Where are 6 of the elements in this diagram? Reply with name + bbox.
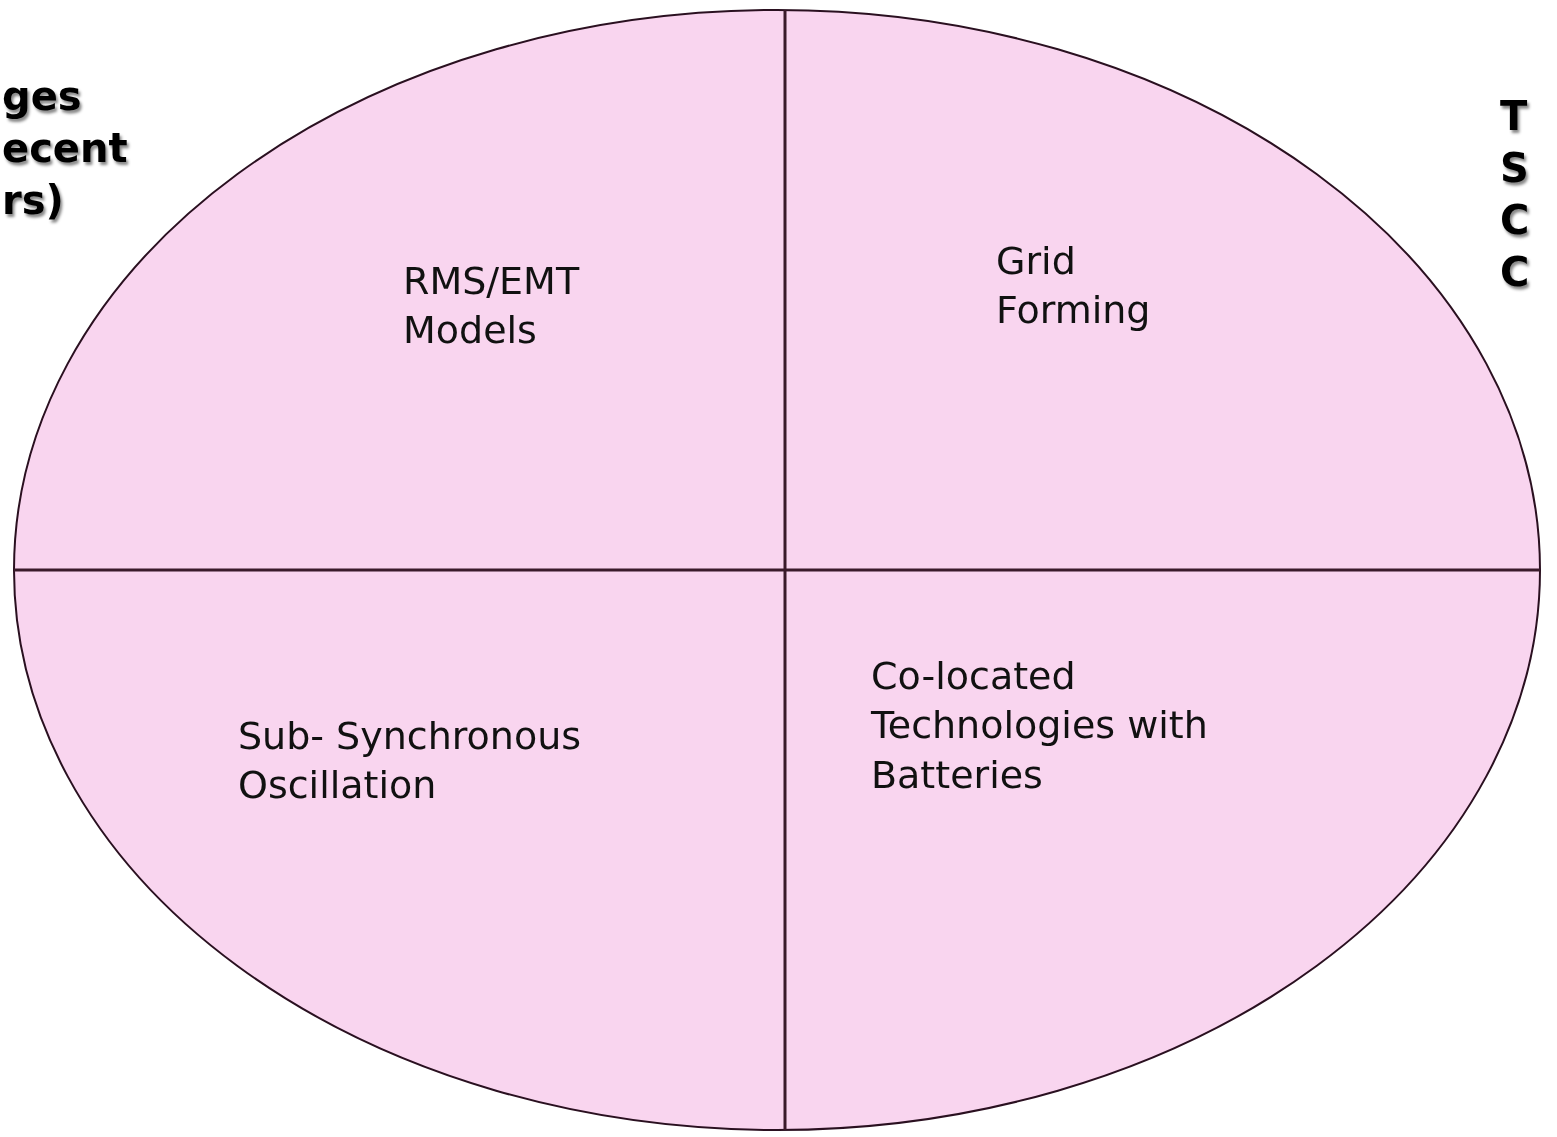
quadrant-label: RMS/EMT Models [403,257,623,417]
quadrant-label: Grid Forming [996,237,1216,397]
cut-off-heading: ges ecent rs) [2,72,129,225]
quadrant-label: Co-located Technologies with Batteries [871,652,1251,832]
quadrant-label: Sub- Synchronous Oscillation [238,712,738,832]
cut-off-heading: T S C C [1500,92,1531,297]
